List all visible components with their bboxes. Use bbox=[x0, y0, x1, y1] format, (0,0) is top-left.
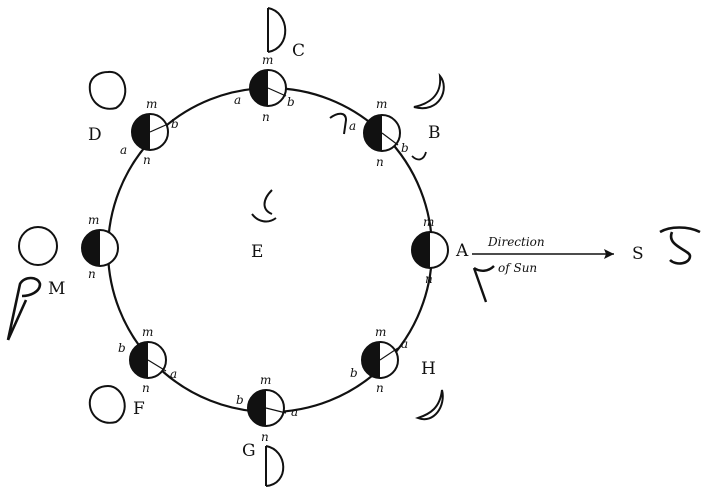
moon-g-m: m bbox=[260, 373, 271, 387]
moon-d-dark-half bbox=[132, 114, 150, 150]
earth-label: E bbox=[251, 242, 263, 262]
moon-f-b: b bbox=[118, 341, 126, 355]
phase-m-full-moon bbox=[19, 227, 57, 265]
moon-h-m: m bbox=[375, 325, 386, 339]
moon-position-f: m n b a bbox=[118, 325, 177, 395]
sun-direction: Direction of Sun S bbox=[472, 235, 644, 275]
phase-h-crescent bbox=[418, 390, 443, 419]
phase-b-crescent bbox=[414, 76, 444, 108]
handwritten-mark-m bbox=[8, 278, 40, 340]
moon-g-b: b bbox=[236, 393, 244, 407]
moon-a-m: m bbox=[423, 215, 434, 229]
moon-m-n: n bbox=[88, 267, 96, 281]
position-label-b: B bbox=[428, 123, 441, 143]
moon-m-dark-half bbox=[82, 230, 100, 266]
moon-h-b: b bbox=[350, 366, 358, 380]
moon-position-m: m n bbox=[82, 213, 118, 281]
moon-position-a: m n bbox=[412, 215, 448, 286]
handwritten-mark-a bbox=[474, 266, 494, 302]
moon-position-d: m n a b bbox=[120, 97, 179, 167]
moon-f-m: m bbox=[142, 325, 153, 339]
moon-g-a: a bbox=[291, 405, 298, 419]
moon-b-a: a bbox=[349, 119, 356, 133]
moon-f-n: n bbox=[142, 381, 150, 395]
moon-b-n: n bbox=[376, 155, 384, 169]
moon-m-m: m bbox=[88, 213, 99, 227]
position-label-m: M bbox=[48, 279, 65, 299]
phase-c-half-moon bbox=[268, 8, 285, 52]
handwritten-mark-b bbox=[330, 114, 346, 134]
moon-c-m: m bbox=[262, 53, 273, 67]
moon-d-a: a bbox=[120, 143, 127, 157]
position-label-a: A bbox=[455, 241, 469, 261]
position-label-d: D bbox=[88, 125, 102, 145]
moon-d-m: m bbox=[146, 97, 157, 111]
moon-h-dark-half bbox=[362, 342, 380, 378]
phase-f-gibbous bbox=[90, 386, 125, 423]
sun-source-label: S bbox=[632, 244, 644, 264]
sun-direction-line1: Direction bbox=[487, 235, 545, 249]
moon-b-m: m bbox=[376, 97, 387, 111]
moon-c-b: b bbox=[287, 95, 295, 109]
position-label-g: G bbox=[242, 441, 256, 461]
moon-a-n: n bbox=[425, 272, 433, 286]
handwritten-mark-s bbox=[660, 228, 700, 264]
moon-d-n: n bbox=[143, 153, 151, 167]
moon-f-a: a bbox=[170, 367, 177, 381]
moon-h-a: a bbox=[401, 337, 408, 351]
moon-c-n: n bbox=[262, 110, 270, 124]
phase-d-gibbous bbox=[90, 72, 125, 109]
moon-g-dark-half bbox=[248, 390, 266, 426]
moon-f-dark-half bbox=[130, 342, 148, 378]
handwritten-mark-e bbox=[252, 190, 276, 221]
phase-g-half-moon bbox=[266, 446, 283, 486]
moon-h-n: n bbox=[376, 381, 384, 395]
handwritten-mark-b2 bbox=[412, 152, 426, 159]
handwritten-marks bbox=[8, 114, 700, 340]
moon-c-dark-half bbox=[250, 70, 268, 106]
sun-direction-line2: of Sun bbox=[498, 261, 537, 275]
position-label-h: H bbox=[421, 359, 436, 379]
moon-position-b: m n a b bbox=[349, 97, 409, 169]
moon-b-b: b bbox=[401, 141, 409, 155]
moon-a-dark-half bbox=[412, 232, 430, 268]
moon-g-n: n bbox=[261, 430, 269, 444]
moon-d-b: b bbox=[171, 117, 179, 131]
position-label-f: F bbox=[133, 399, 145, 419]
moon-position-c: m n a b bbox=[234, 53, 295, 124]
moon-position-g: m n b a bbox=[236, 373, 298, 444]
position-label-c: C bbox=[292, 41, 305, 61]
moon-c-a: a bbox=[234, 93, 241, 107]
